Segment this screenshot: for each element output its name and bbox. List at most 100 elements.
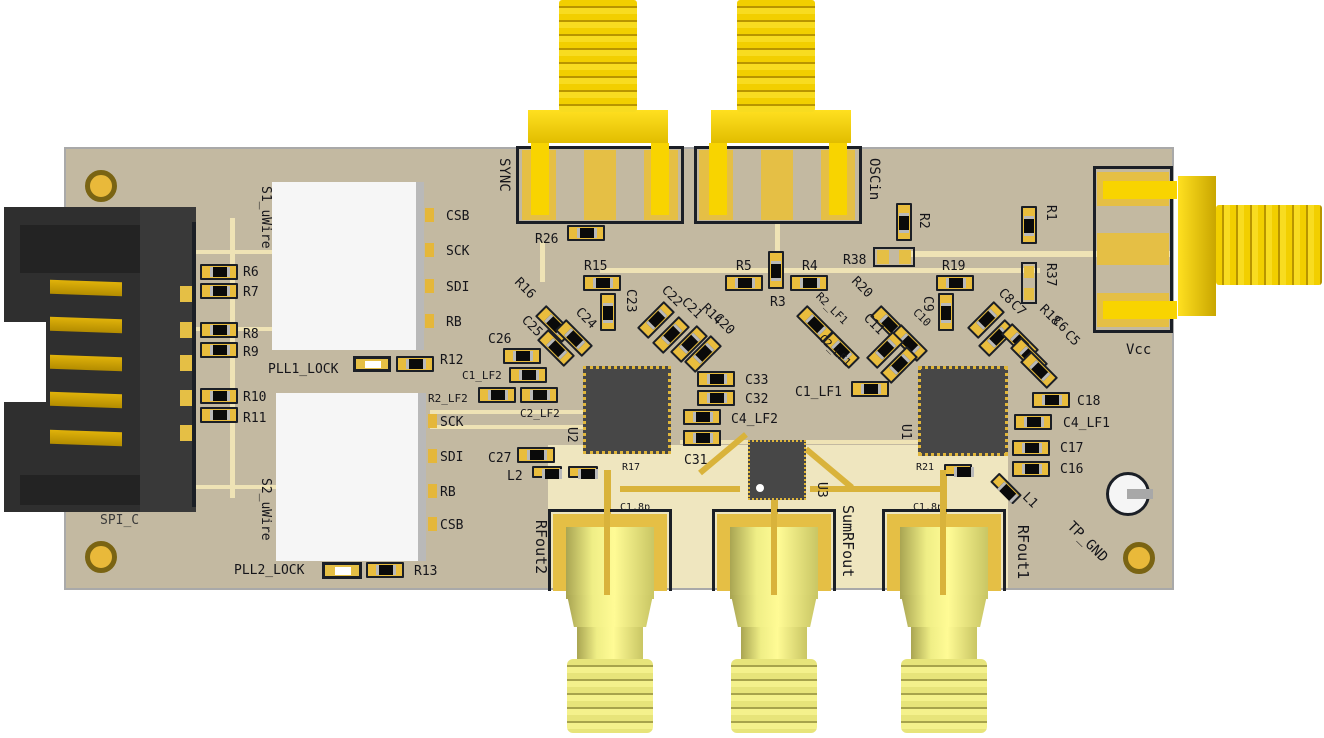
capacitor-c31 [683, 430, 721, 446]
pad [877, 250, 889, 264]
header-pad [180, 390, 194, 406]
pad [1024, 288, 1034, 300]
resistor-r6 [200, 264, 238, 280]
trace [775, 222, 780, 262]
s2-uwire-module[interactable] [276, 393, 418, 561]
resistor-r1 [1021, 206, 1037, 244]
resistor-r3 [768, 251, 784, 289]
tp-gnd-test-point[interactable] [1106, 472, 1153, 516]
rfout2-neck [577, 627, 643, 661]
ic-u1[interactable] [918, 366, 1008, 456]
resistor-r26 [567, 225, 605, 241]
header-outline [192, 222, 196, 507]
resistor-r21 [944, 464, 974, 477]
oscin-leg [709, 143, 727, 215]
pad [1024, 266, 1034, 278]
trace [195, 250, 275, 254]
pad [899, 250, 911, 264]
s2-pin-pad [428, 517, 437, 531]
refdes-r5: R5 [736, 259, 752, 274]
resistor-r12 [396, 356, 434, 372]
resistor-r38 [873, 247, 915, 267]
oscin-sma-flange [711, 110, 851, 143]
resistor-r9 [200, 342, 238, 358]
s2-pin-rb: RB [440, 485, 456, 500]
refdes-r12: R12 [440, 353, 464, 368]
refdes-c1-lf2: C1_LF2 [462, 369, 502, 382]
sync-pad [584, 150, 616, 220]
sumrfout-label: SumRFout [839, 505, 857, 578]
s2-uwire-label: S2_uWire [258, 478, 273, 541]
pin1-marker [756, 484, 764, 492]
header-key-slot [4, 322, 46, 402]
capacitor-c2-lf2 [520, 387, 558, 403]
capacitor-c9 [938, 293, 954, 331]
sumrfout-sma-connector[interactable] [731, 659, 817, 733]
refdes-c2-lf2: C2_LF2 [520, 407, 560, 420]
vcc-footprint [1093, 166, 1173, 333]
vcc-leg [1103, 181, 1177, 199]
trace [230, 218, 235, 498]
trace [540, 242, 545, 282]
s1-pin-pad [425, 279, 434, 293]
capacitor-c18 [1032, 392, 1070, 408]
capacitor-c1-lf2 [509, 367, 547, 383]
capacitor-c4-lf2 [683, 409, 721, 425]
s1-pin-rb: RB [446, 315, 462, 330]
s2-pin-csb: CSB [440, 518, 464, 533]
capacitor-c33 [697, 371, 735, 387]
s1-uwire-module[interactable] [272, 182, 416, 350]
refdes-l2: L2 [507, 469, 523, 484]
sync-sma-connector[interactable] [559, 0, 637, 112]
resistor-r11 [200, 407, 238, 423]
mounting-hole [85, 541, 117, 573]
capacitor-c27 [517, 447, 555, 463]
sync-label: SYNC [496, 158, 512, 192]
oscin-footprint [694, 146, 862, 224]
refdes-r13: R13 [414, 564, 438, 579]
resistor-r15 [583, 275, 621, 291]
resistor-r10 [200, 388, 238, 404]
capacitor-c4-lf1 [1014, 414, 1052, 430]
resistor-r13 [366, 562, 404, 578]
header-pin [50, 429, 122, 447]
sumrfout-center-pin [771, 500, 777, 600]
oscin-sma-connector[interactable] [737, 0, 815, 112]
rfout2-hex [567, 595, 653, 627]
rfout2-center-pin [604, 470, 610, 600]
refdes-c17: C17 [1060, 441, 1084, 456]
refdes-c16: C16 [1060, 462, 1084, 477]
trace [430, 410, 590, 414]
inductor-l2 [532, 466, 562, 479]
s2-pin-sdi: SDI [440, 450, 464, 465]
refdes-c26: C26 [488, 332, 512, 347]
capacitor-c23 [600, 293, 616, 331]
capacitor-c17 [1012, 440, 1050, 456]
refdes-c18: C18 [1077, 394, 1101, 409]
ic-u3[interactable] [748, 440, 806, 500]
sync-footprint [516, 146, 684, 224]
refdes-u2: U2 [564, 427, 579, 443]
resistor-r8 [200, 322, 238, 338]
mounting-hole [1123, 542, 1155, 574]
rfout1-label: RFout1 [1014, 525, 1032, 580]
refdes-r9: R9 [243, 345, 259, 360]
resistor-r37 [1021, 262, 1037, 304]
refdes-r4: R4 [802, 259, 818, 274]
refdes-c33: C33 [745, 373, 769, 388]
oscin-leg [829, 143, 847, 215]
rfout2-footprint [548, 509, 672, 591]
vcc-pad [1097, 233, 1169, 265]
rfout2-label: RFout2 [532, 520, 550, 575]
resistor-r17 [568, 466, 598, 479]
refdes-r7: R7 [243, 285, 259, 300]
vcc-sma-connector[interactable] [1216, 205, 1322, 285]
header-label: SPI_C [100, 513, 140, 528]
rfout2-sma-connector[interactable] [567, 659, 653, 733]
refdes-c4-lf1: C4_LF1 [1063, 416, 1110, 431]
ic-u2[interactable] [583, 366, 671, 454]
rf-trace [620, 486, 740, 492]
rfout1-neck [911, 627, 977, 661]
rfout1-sma-connector[interactable] [901, 659, 987, 733]
trace [195, 485, 285, 489]
